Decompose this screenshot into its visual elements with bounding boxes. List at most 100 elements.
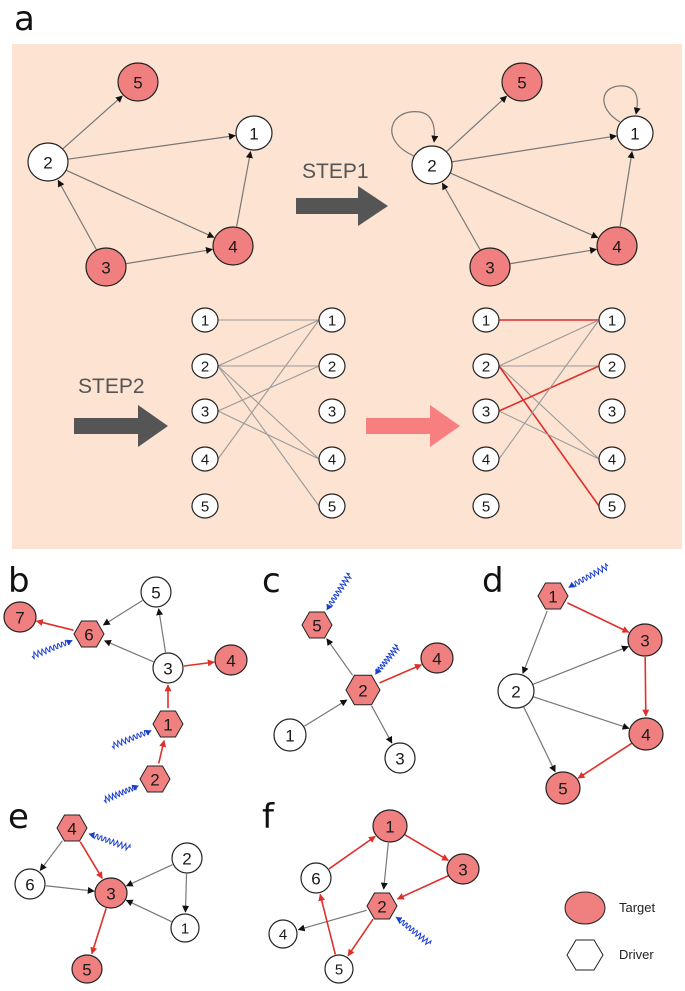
node-d-1-driver bbox=[537, 582, 569, 610]
node-d-4 bbox=[628, 717, 664, 751]
edge-d-1-2 bbox=[521, 610, 548, 674]
node-b1L-4 bbox=[191, 446, 219, 472]
node-e-4-driver bbox=[56, 814, 88, 842]
node-b-3-label: 3 bbox=[163, 660, 172, 679]
node-f-4-label: 4 bbox=[279, 927, 287, 944]
node-b1L-5 bbox=[191, 493, 219, 519]
edge-b-3-6 bbox=[103, 639, 154, 663]
bipartite-edge-b2-3-4 bbox=[498, 410, 600, 460]
node-f-3-label: 3 bbox=[458, 861, 467, 880]
result-arrow bbox=[366, 405, 460, 447]
edge-a1-3-4 bbox=[125, 247, 213, 265]
node-a2-5-label: 5 bbox=[517, 74, 526, 93]
node-f-6 bbox=[300, 862, 332, 894]
node-b-1-driver bbox=[152, 710, 184, 738]
bipartite-edge-b1-2-5 bbox=[217, 365, 320, 507]
legend-driver-label: Driver bbox=[619, 947, 654, 962]
node-b-3 bbox=[152, 652, 184, 684]
edge-f-2-4 bbox=[297, 909, 367, 932]
edge-f-1-3 bbox=[404, 833, 449, 862]
bipartite-edge-b1-2-4 bbox=[217, 365, 320, 460]
node-a2-3 bbox=[469, 247, 511, 287]
legend-target-label: Target bbox=[619, 900, 656, 915]
edge-a2-3-2 bbox=[441, 182, 481, 250]
node-b-6-driver bbox=[73, 620, 105, 648]
node-b2L-2 bbox=[472, 353, 500, 379]
node-a2-2 bbox=[411, 145, 453, 185]
edge-b-3-4 bbox=[183, 659, 215, 667]
node-d-5 bbox=[545, 771, 581, 805]
bipartite-edge-b1-3-4 bbox=[217, 410, 320, 460]
node-f-5 bbox=[324, 954, 354, 984]
node-b1R-4 bbox=[318, 446, 346, 472]
node-f-6-label: 6 bbox=[311, 870, 320, 889]
node-e-2-label: 2 bbox=[182, 850, 191, 869]
edge-b-3-5 bbox=[156, 608, 167, 653]
bipartite-edge-b1-3-2 bbox=[217, 365, 320, 412]
node-a1-1-label: 1 bbox=[249, 125, 258, 144]
node-b-2-driver bbox=[139, 765, 171, 793]
node-d-5-label: 5 bbox=[558, 780, 567, 799]
node-d-2-label: 2 bbox=[511, 683, 520, 702]
node-b2R-1 bbox=[598, 307, 626, 333]
node-e-3 bbox=[94, 877, 128, 909]
node-b2R-3-label: 3 bbox=[608, 404, 616, 421]
node-c-5-label: 5 bbox=[312, 617, 321, 636]
control-signal-b-1 bbox=[111, 729, 152, 750]
step2-label: STEP2 bbox=[78, 375, 145, 398]
node-c-5-driver bbox=[301, 611, 333, 639]
node-b2R-2 bbox=[598, 353, 626, 379]
node-b2L-3-label: 3 bbox=[482, 404, 490, 421]
node-e-2 bbox=[171, 842, 203, 874]
edge-a2-3-4 bbox=[509, 247, 597, 265]
edge-a1-4-1 bbox=[236, 150, 253, 227]
edge-a1-2-1 bbox=[67, 133, 236, 160]
panel-label-d: d bbox=[482, 561, 504, 601]
edge-d-2-4 bbox=[532, 696, 630, 730]
edge-f-6-1 bbox=[328, 835, 376, 870]
node-a1-5 bbox=[117, 62, 159, 102]
edge-f-5-6 bbox=[318, 893, 337, 955]
node-b-5 bbox=[140, 576, 172, 608]
edge-b-5-6 bbox=[102, 599, 143, 626]
node-e-1-label: 1 bbox=[181, 921, 189, 938]
edge-d-2-5 bbox=[523, 706, 556, 773]
node-b1L-1 bbox=[191, 307, 219, 333]
node-c-2-driver bbox=[345, 674, 381, 706]
node-e-6 bbox=[14, 868, 46, 900]
bipartite-edge-b2-2-4 bbox=[498, 365, 600, 460]
node-b-6-label: 6 bbox=[84, 626, 93, 645]
node-a2-1-label: 1 bbox=[630, 125, 639, 144]
node-a1-3 bbox=[85, 247, 127, 287]
node-c-2-label: 2 bbox=[358, 682, 367, 701]
edge-b-6-7 bbox=[35, 619, 74, 631]
control-signal-b-6 bbox=[31, 639, 73, 660]
node-b1R-4-label: 4 bbox=[328, 452, 336, 469]
node-b2R-5 bbox=[598, 493, 626, 519]
node-a1-4 bbox=[212, 226, 254, 266]
edge-e-2-1 bbox=[182, 873, 190, 913]
node-a1-3-label: 3 bbox=[101, 259, 110, 278]
node-e-5 bbox=[71, 954, 103, 984]
node-b2L-5-label: 5 bbox=[482, 499, 490, 516]
node-c-1-label: 1 bbox=[285, 727, 294, 746]
edge-d-2-3 bbox=[532, 645, 629, 685]
panel-label-c: c bbox=[262, 561, 281, 601]
step2-arrow bbox=[74, 405, 168, 447]
edge-a2-4-1 bbox=[619, 151, 635, 227]
node-b2L-1 bbox=[472, 307, 500, 333]
node-a2-5 bbox=[501, 62, 543, 102]
node-b2R-3 bbox=[598, 398, 626, 424]
node-a2-4 bbox=[596, 226, 638, 266]
edge-e-1-3 bbox=[125, 899, 172, 923]
bipartite-edge-b2-3-2 bbox=[498, 365, 600, 412]
node-f-1 bbox=[372, 809, 408, 843]
node-a1-2-label: 2 bbox=[43, 154, 52, 173]
edge-d-4-5 bbox=[577, 742, 633, 779]
node-b2L-1-label: 1 bbox=[482, 313, 490, 330]
control-signal-f-2 bbox=[395, 916, 432, 946]
node-b1R-1 bbox=[318, 307, 346, 333]
node-a1-2 bbox=[27, 142, 69, 182]
panel-label-e: e bbox=[8, 797, 29, 837]
legend-driver-symbol bbox=[566, 939, 604, 971]
